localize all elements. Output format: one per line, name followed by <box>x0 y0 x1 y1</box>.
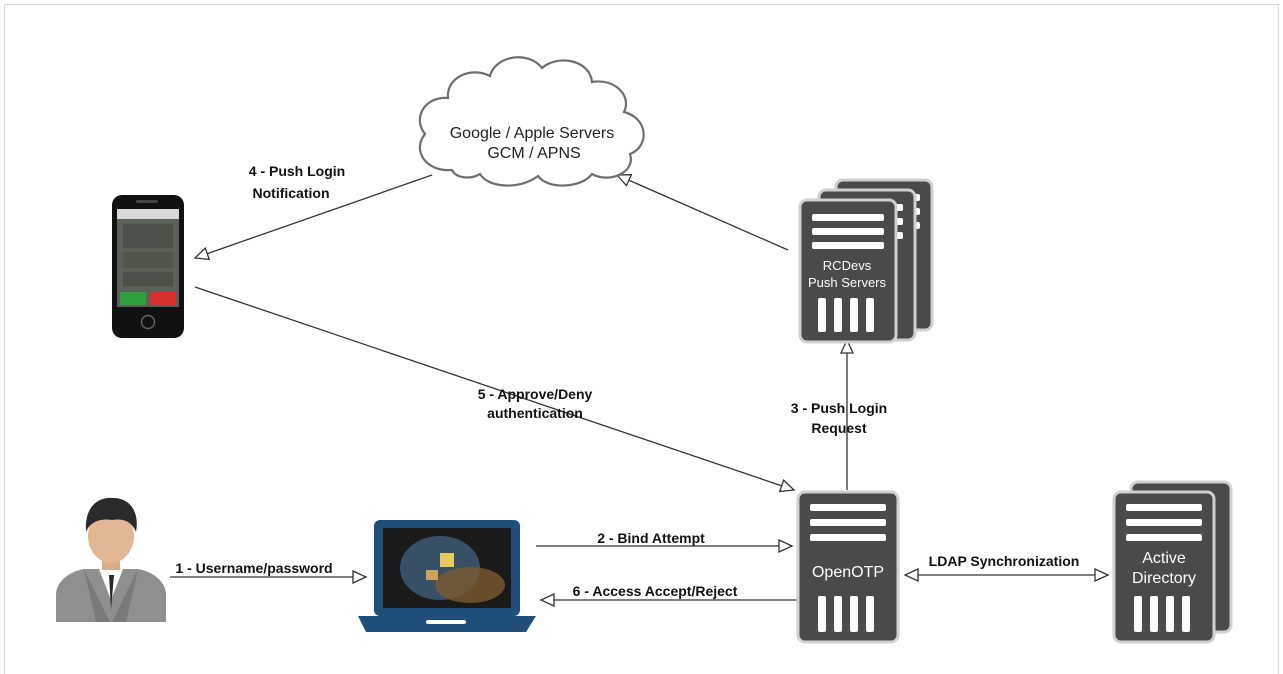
server-stack-icon: RCDevs Push Servers <box>798 178 934 344</box>
step1-label: 1 - Username/password <box>175 560 332 576</box>
push-servers-label-line1: RCDevs <box>823 258 872 273</box>
active-directory-label-line2: Directory <box>1132 570 1196 587</box>
step5-label-line1: 5 - Approve/Deny <box>478 386 593 402</box>
server-icon: OpenOTP <box>796 490 900 644</box>
step6-label: 6 - Access Accept/Reject <box>573 583 738 599</box>
openotp-label: OpenOTP <box>812 564 884 581</box>
laptop-icon <box>358 520 536 632</box>
arrow-step4-cloud-to-phone <box>195 174 433 258</box>
user-icon <box>56 497 166 622</box>
ldap-sync-label: LDAP Synchronization <box>929 553 1080 569</box>
push-servers-label-line2: Push Servers <box>808 275 887 290</box>
step3-label-line1: 3 - Push Login <box>791 400 887 416</box>
step4-label-line2: Notification <box>253 185 330 201</box>
arrow-push-servers-to-cloud <box>617 175 789 251</box>
step2-label: 2 - Bind Attempt <box>597 530 705 546</box>
step3-label-line2: Request <box>811 420 867 436</box>
smartphone-icon <box>112 195 184 338</box>
active-directory-label-line1: Active <box>1142 550 1186 567</box>
diagram-frame <box>4 4 1279 674</box>
approve-button-icon <box>120 292 146 305</box>
cloud-icon: Google / Apple Servers GCM / APNS <box>418 56 645 187</box>
arrow-step5-phone-to-openotp <box>194 286 794 490</box>
deny-button-icon <box>150 292 176 305</box>
cloud-label-line1: Google / Apple Servers <box>450 125 615 142</box>
step5-label-line2: authentication <box>487 405 583 421</box>
active-directory-icon: Active Directory <box>1112 480 1233 644</box>
step4-label-line1: 4 - Push Login <box>249 163 345 179</box>
cloud-label-line2: GCM / APNS <box>487 145 580 162</box>
